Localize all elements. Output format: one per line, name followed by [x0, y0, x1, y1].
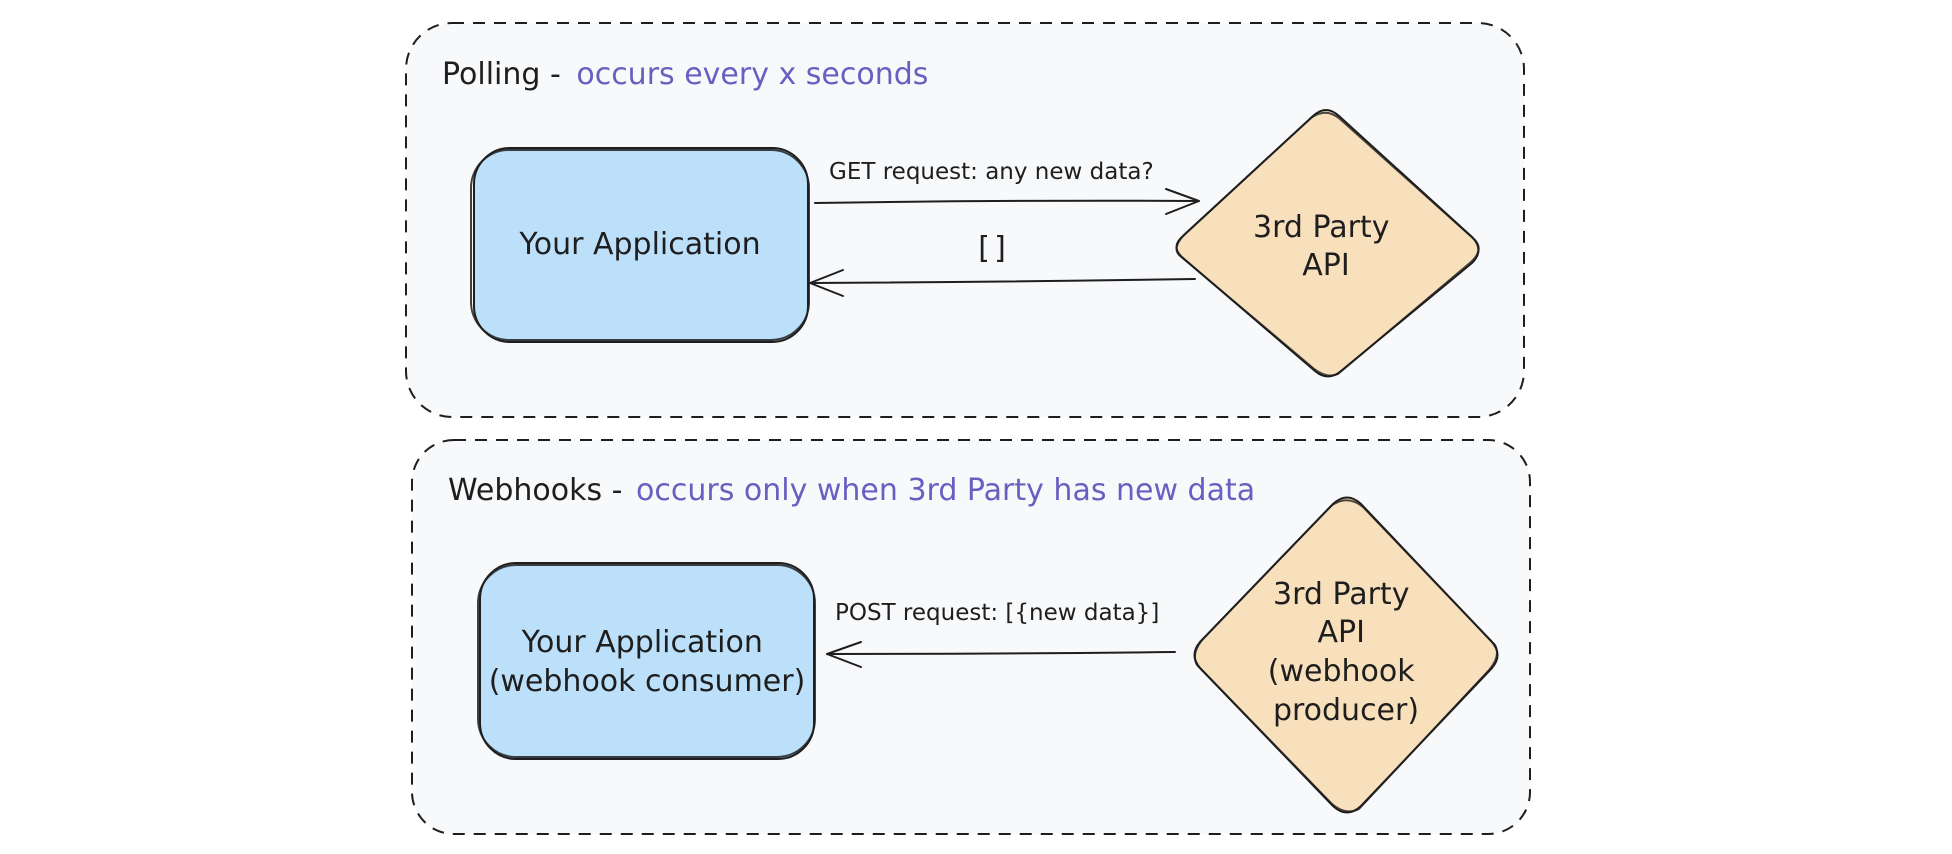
webhooks-request-arrow-line — [826, 651, 1176, 655]
webhooks-title: Webhooks - occurs only when 3rd Party ha… — [448, 473, 1255, 508]
webhooks-api-label: 3rd Party API (webhook producer) — [1268, 577, 1424, 728]
polling-title-label: Polling - — [442, 57, 570, 92]
webhooks-app-node: Your Application (webhook consumer) — [477, 562, 816, 760]
polling-request-label: GET request: any new data? — [829, 159, 1154, 185]
polling-response-arrow-line — [810, 278, 1196, 284]
webhooks-request-arrow-head — [826, 641, 862, 668]
polling-app-box-sketch — [470, 149, 810, 341]
webhooks-section: Webhooks - occurs only when 3rd Party ha… — [411, 439, 1531, 835]
polling-response-arrow: [] — [809, 231, 1196, 297]
polling-api-label-line-1: 3rd Party — [1253, 210, 1389, 245]
webhooks-request-label: POST request: [{new data}] — [835, 600, 1159, 626]
webhooks-api-label-line-2: API — [1317, 615, 1364, 650]
webhooks-app-label: Your Application (webhook consumer) — [489, 625, 806, 699]
webhooks-app-label-line-1: Your Application — [521, 625, 763, 660]
polling-subtitle: occurs every x seconds — [576, 57, 928, 92]
webhooks-api-label-line-4: producer) — [1273, 693, 1419, 728]
webhooks-title-label: Webhooks - — [448, 473, 632, 508]
webhooks-api-label-line-3: (webhook — [1268, 654, 1415, 689]
polling-request-arrow-head — [1165, 188, 1200, 215]
webhooks-app-label-line-2: (webhook consumer) — [489, 664, 806, 699]
webhooks-app-box-sketch — [477, 564, 816, 758]
polling-api-diamond-sketch — [1175, 111, 1480, 377]
polling-section: Polling - occurs every x seconds Your Ap… — [405, 22, 1525, 418]
webhooks-request-arrow: POST request: [{new data}] — [826, 600, 1176, 668]
webhooks-api-diamond-sketch — [1193, 499, 1498, 813]
webhooks-api-node: 3rd Party API (webhook producer) — [1193, 496, 1499, 814]
polling-app-node: Your Application — [470, 147, 810, 343]
polling-request-arrow: GET request: any new data? — [814, 159, 1200, 215]
polling-request-arrow-line — [814, 199, 1198, 204]
webhooks-api-label-line-1: 3rd Party — [1273, 577, 1409, 612]
polling-api-node: 3rd Party API — [1175, 109, 1480, 378]
polling-response-label: [] — [974, 231, 1010, 266]
polling-title: Polling - occurs every x seconds — [442, 57, 928, 92]
webhooks-app-box — [479, 562, 815, 760]
polling-api-label: 3rd Party API — [1253, 210, 1399, 283]
polling-response-arrow-head — [809, 269, 844, 297]
webhooks-subtitle: occurs only when 3rd Party has new data — [636, 473, 1255, 508]
polling-api-label-line-2: API — [1302, 248, 1349, 283]
polling-app-label: Your Application — [518, 227, 760, 262]
